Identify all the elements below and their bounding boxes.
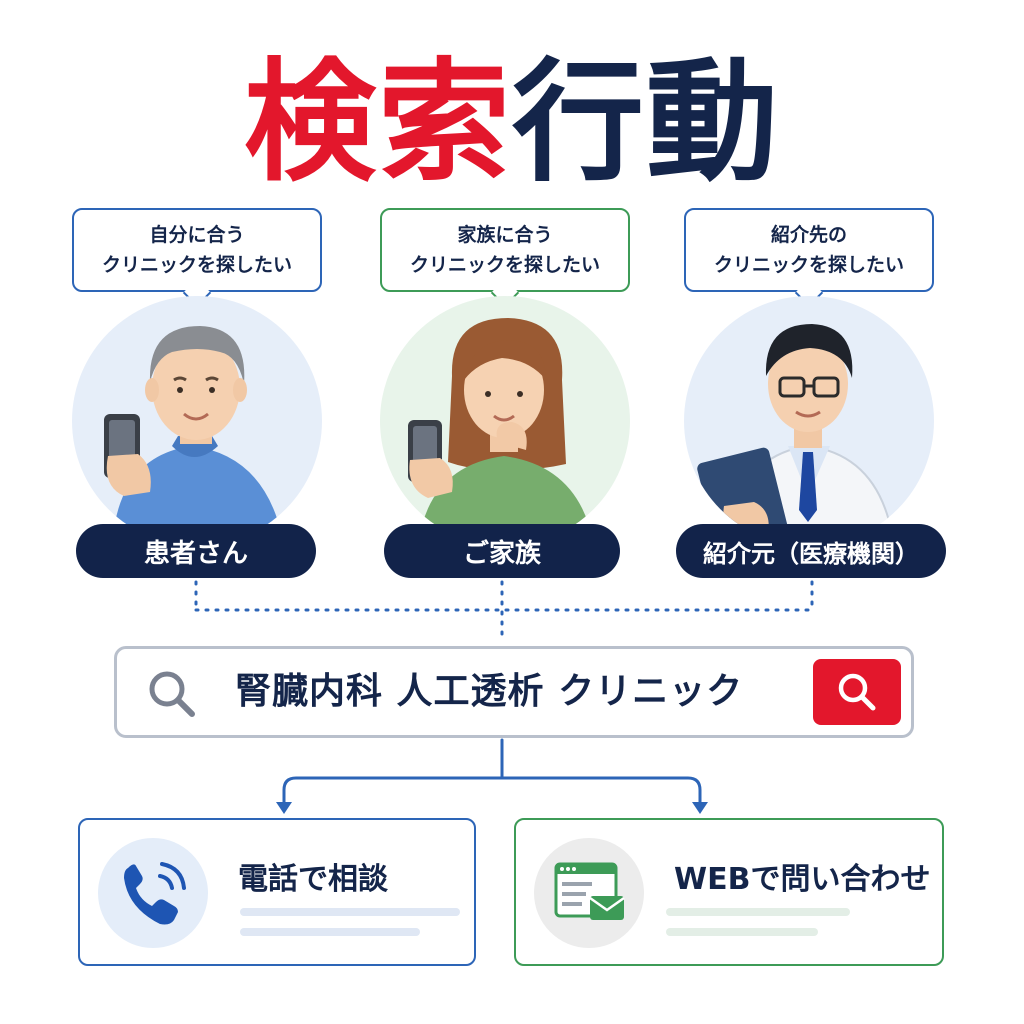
- bubble-line-2: クリニックを探したい: [101, 254, 292, 276]
- role-label-family: ご家族: [384, 524, 620, 578]
- search-button[interactable]: [813, 659, 901, 725]
- speech-bubble-family: 家族に合う クリニックを探したい: [380, 208, 630, 308]
- page-title: 検索行動: [0, 48, 1024, 198]
- bubble-line-2: クリニックを探したい: [713, 254, 904, 276]
- placeholder-line: [240, 928, 420, 936]
- phone-icon-wrapper: [98, 838, 208, 948]
- phone-icon: [124, 862, 186, 925]
- role-label-text: 患者さん: [143, 538, 248, 569]
- placeholder-line: [240, 908, 460, 916]
- speech-bubble-patient: 自分に合う クリニックを探したい: [72, 208, 322, 308]
- search-query[interactable]: 腎臓内科 人工透析 クリニック: [235, 671, 744, 712]
- patient-illustration: [72, 296, 322, 546]
- web-inquiry-card[interactable]: WEBで問い合わせ: [514, 818, 944, 966]
- placeholder-line: [666, 908, 850, 916]
- placeholder-line: [666, 928, 818, 936]
- search-icon: [838, 673, 876, 711]
- bubble-line-2: クリニックを探したい: [409, 254, 600, 276]
- web-inquiry-label: WEBで問い合わせ: [674, 862, 931, 897]
- phone-consult-card[interactable]: 電話で相談: [78, 818, 476, 966]
- title-part-action: 行動: [512, 46, 780, 200]
- web-mail-icon-wrapper: [534, 838, 644, 948]
- bubble-line-1: 紹介先の: [770, 224, 847, 246]
- search-bar[interactable]: 腎臓内科 人工透析 クリニック: [114, 646, 914, 738]
- role-label-text: 紹介元（医療機関）: [703, 539, 919, 568]
- role-label-text: ご家族: [462, 538, 541, 569]
- search-icon: [149, 671, 195, 717]
- family-illustration: [380, 296, 630, 546]
- title-part-search: 検索: [244, 46, 512, 200]
- role-label-patient: 患者さん: [76, 524, 316, 578]
- bubble-line-1: 家族に合う: [457, 224, 553, 246]
- role-label-referrer: 紹介元（医療機関）: [676, 524, 946, 578]
- web-mail-icon: [554, 862, 625, 920]
- speech-bubble-referrer: 紹介先の クリニックを探したい: [684, 208, 934, 308]
- phone-consult-label: 電話で相談: [238, 862, 388, 897]
- bubble-line-1: 自分に合う: [149, 224, 245, 246]
